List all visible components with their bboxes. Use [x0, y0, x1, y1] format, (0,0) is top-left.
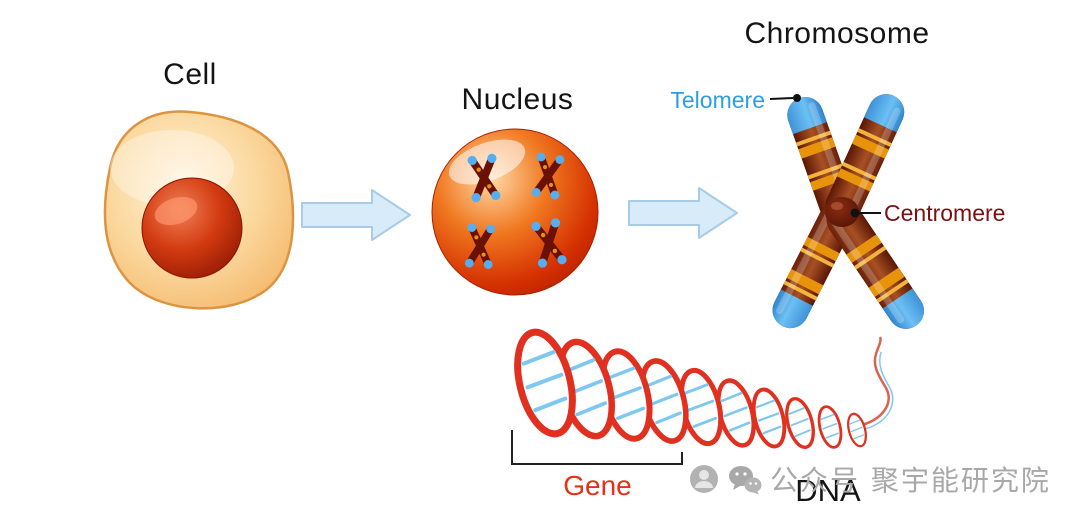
cell-illustration [103, 110, 295, 310]
chromosome-arm [825, 88, 911, 224]
nucleus-illustration [431, 128, 599, 296]
chromosome-illustration [766, 88, 931, 336]
telomere-pointer-line [769, 94, 801, 102]
gene-bracket [511, 430, 683, 465]
wechat-icon [729, 466, 762, 495]
dna-helix [508, 326, 894, 452]
dna-helix-unit [780, 394, 820, 452]
cell-label: Cell [163, 58, 217, 91]
dna-connector-thread-blue [860, 351, 894, 431]
right-arrow-icon [628, 187, 738, 239]
cell-nucleus [141, 177, 243, 279]
watermark-text: 公众号 聚宇能研究院 [770, 464, 1051, 497]
chromosome-label: Chromosome [744, 17, 930, 50]
gene-label: Gene [563, 470, 632, 501]
dna-label: DNA [795, 473, 861, 508]
nucleus-label: Nucleus [461, 83, 574, 116]
centromere-label: Centromere [884, 200, 1006, 226]
dna-connector-thread [857, 336, 890, 428]
telomere-label: Telomere [670, 87, 765, 113]
cell-nucleus-highlight [154, 196, 198, 226]
centromere-pointer-line [850, 208, 881, 218]
chromosome-arm [826, 201, 931, 336]
right-arrow-icon [301, 189, 411, 241]
dna-helix-unit [843, 410, 871, 450]
dna-helix-unit [813, 402, 847, 452]
watermark: 公众号 聚宇能研究院 [688, 459, 1051, 499]
avatar-icon [690, 465, 718, 493]
